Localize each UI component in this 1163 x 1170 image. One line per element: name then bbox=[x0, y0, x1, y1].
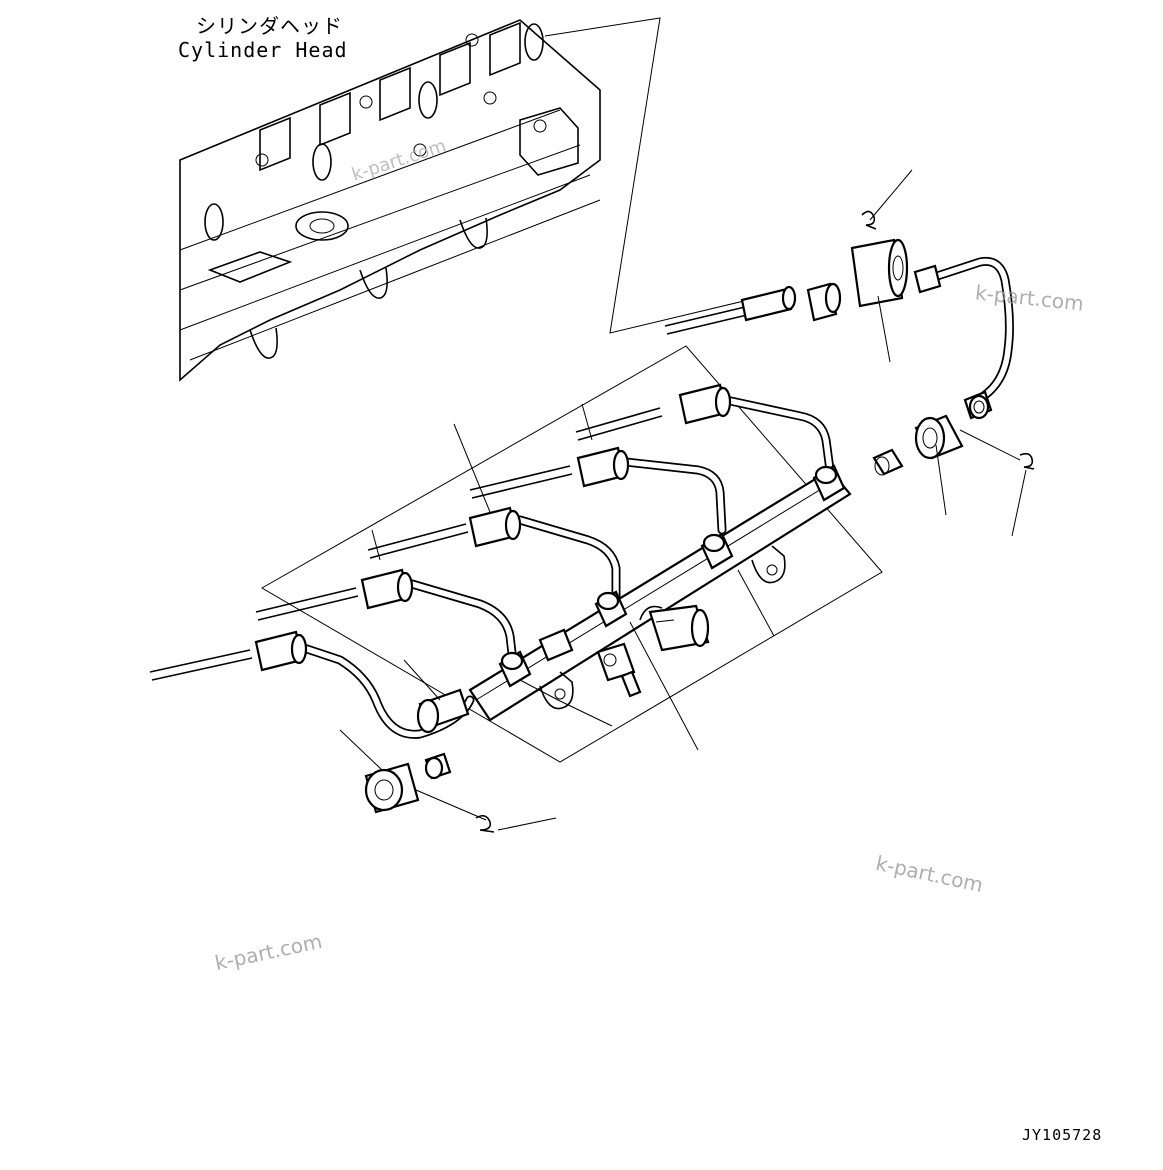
leader-line bbox=[544, 17, 791, 334]
pressure-limiter-icon bbox=[639, 604, 710, 652]
sleeve-icon bbox=[968, 394, 990, 420]
cylinder-head-label-en: Cylinder Head bbox=[178, 38, 348, 62]
clip-icon bbox=[861, 210, 1035, 470]
clip-icon bbox=[475, 814, 495, 833]
sleeve-icon bbox=[806, 282, 842, 322]
injection-pipe-icon bbox=[664, 256, 1014, 420]
cylinder-head-icon bbox=[179, 19, 601, 382]
sleeve-icon bbox=[424, 752, 452, 780]
pressure-limiter-icon bbox=[872, 448, 904, 476]
connector-nut-icon bbox=[850, 238, 909, 308]
pressure-sensor-icon bbox=[596, 642, 642, 698]
fuel-rail-icon bbox=[416, 464, 852, 734]
injection-pipe-icon bbox=[149, 383, 835, 739]
cylinder-head-label-jp: シリンダヘッド bbox=[196, 14, 343, 38]
drawing-id: JY105728 bbox=[1022, 1126, 1103, 1144]
connector-nut-icon bbox=[914, 414, 964, 460]
connector-nut-icon bbox=[364, 762, 420, 814]
